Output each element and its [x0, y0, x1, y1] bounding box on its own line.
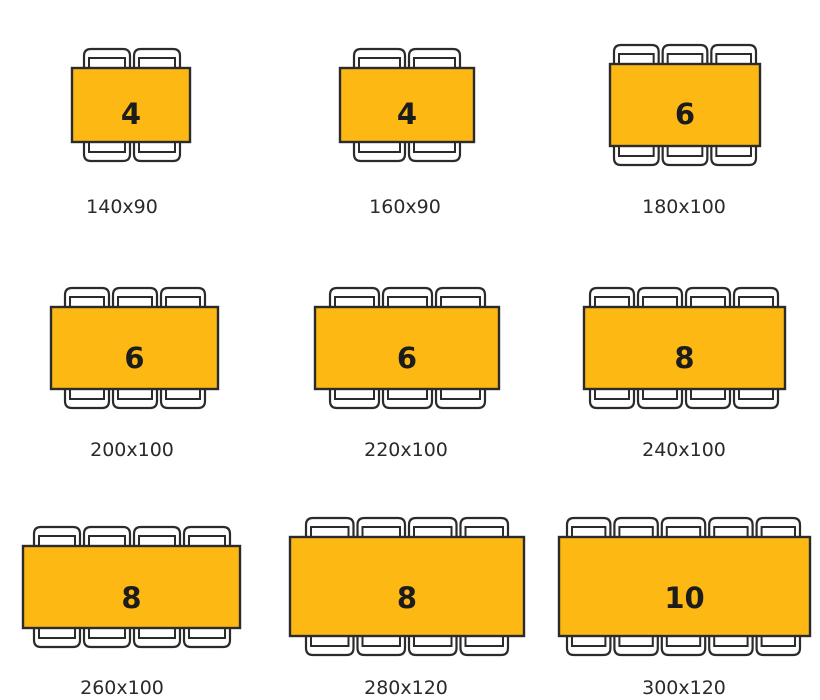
table-layout: 6 200x100 [49, 286, 220, 461]
chair-icon [328, 386, 381, 410]
chair-icon [407, 516, 458, 540]
table-top [70, 66, 192, 144]
chair-icon [132, 47, 182, 71]
chair-icon [328, 286, 381, 310]
chair-icon [407, 139, 462, 163]
chair-icon [304, 633, 355, 657]
chair-icon [434, 386, 487, 410]
chair-icon [132, 525, 182, 549]
seat-count: 6 [397, 341, 417, 375]
table-top [288, 535, 526, 638]
seat-count: 4 [121, 97, 141, 131]
chair-icon [565, 633, 612, 657]
chair-icon [159, 386, 207, 410]
chair-icon [182, 625, 232, 649]
chair-icon [352, 139, 407, 163]
chair-icon [32, 625, 82, 649]
chair-icon [613, 516, 659, 540]
seat-count: 8 [674, 341, 694, 375]
chair-icon [636, 386, 684, 410]
chair-icon [381, 286, 434, 310]
table-top [608, 62, 762, 148]
table-top [313, 305, 501, 391]
table-size-label: 200x100 [90, 439, 174, 461]
chair-icon [132, 139, 182, 163]
chair-icon [660, 633, 707, 657]
table-top [49, 305, 220, 391]
chair-icon [755, 633, 802, 657]
chair-icon [684, 286, 732, 310]
chair-icon [613, 633, 659, 657]
chair-icon [661, 143, 709, 167]
chair-icon [612, 43, 660, 67]
chair-icon [82, 525, 132, 549]
table-layout: 8 260x100 [21, 525, 242, 699]
table-size-label: 280x120 [364, 677, 448, 699]
chair-icon [636, 286, 684, 310]
table-top [21, 544, 242, 630]
seat-count: 10 [664, 581, 704, 615]
table-size-label: 180x100 [642, 196, 726, 218]
seat-count: 8 [121, 581, 141, 615]
seat-count: 6 [124, 341, 144, 375]
chair-icon [732, 386, 780, 410]
chair-icon [459, 516, 510, 540]
table-size-label: 300x120 [642, 677, 726, 699]
chair-icon [356, 516, 407, 540]
table-size-label: 160x90 [369, 196, 441, 218]
table-layout: 8 240x100 [582, 286, 787, 461]
chair-icon [352, 47, 407, 71]
table-size-label: 240x100 [642, 439, 726, 461]
table-top [557, 535, 812, 638]
chair-icon [407, 47, 462, 71]
chair-icon [82, 47, 132, 71]
table-layout: 8 280x120 [288, 516, 526, 699]
chair-icon [710, 143, 758, 167]
chair-icon [565, 516, 612, 540]
table-top [338, 66, 476, 144]
table-layout: 10 300x120 [557, 516, 812, 699]
chair-icon [407, 633, 458, 657]
table-layout: 4 160x90 [338, 47, 476, 218]
table-layout: 4 140x90 [70, 47, 192, 218]
chair-icon [732, 286, 780, 310]
chair-icon [710, 43, 758, 67]
chair-icon [159, 286, 207, 310]
chair-icon [588, 386, 636, 410]
seat-count: 8 [397, 581, 417, 615]
table-layout: 6 180x100 [608, 43, 762, 218]
seat-count: 6 [675, 97, 695, 131]
chair-icon [684, 386, 732, 410]
table-size-label: 260x100 [80, 677, 164, 699]
table-size-label: 140x90 [86, 196, 158, 218]
chair-icon [82, 139, 132, 163]
chair-icon [588, 286, 636, 310]
chair-icon [434, 286, 487, 310]
chair-icon [612, 143, 660, 167]
chair-icon [82, 625, 132, 649]
table-layout: 6 220x100 [313, 286, 501, 461]
chair-icon [182, 525, 232, 549]
chair-icon [661, 43, 709, 67]
chair-icon [459, 633, 510, 657]
chair-icon [111, 386, 159, 410]
chair-icon [356, 633, 407, 657]
chair-icon [132, 625, 182, 649]
chair-icon [63, 386, 111, 410]
chair-icon [32, 525, 82, 549]
seat-count: 4 [397, 97, 417, 131]
chair-icon [755, 516, 802, 540]
table-size-label: 220x100 [364, 439, 448, 461]
chair-icon [708, 633, 754, 657]
table-top [582, 305, 787, 391]
chair-icon [304, 516, 355, 540]
chair-icon [63, 286, 111, 310]
chair-icon [111, 286, 159, 310]
chair-icon [708, 516, 754, 540]
chair-icon [381, 386, 434, 410]
chair-icon [660, 516, 707, 540]
